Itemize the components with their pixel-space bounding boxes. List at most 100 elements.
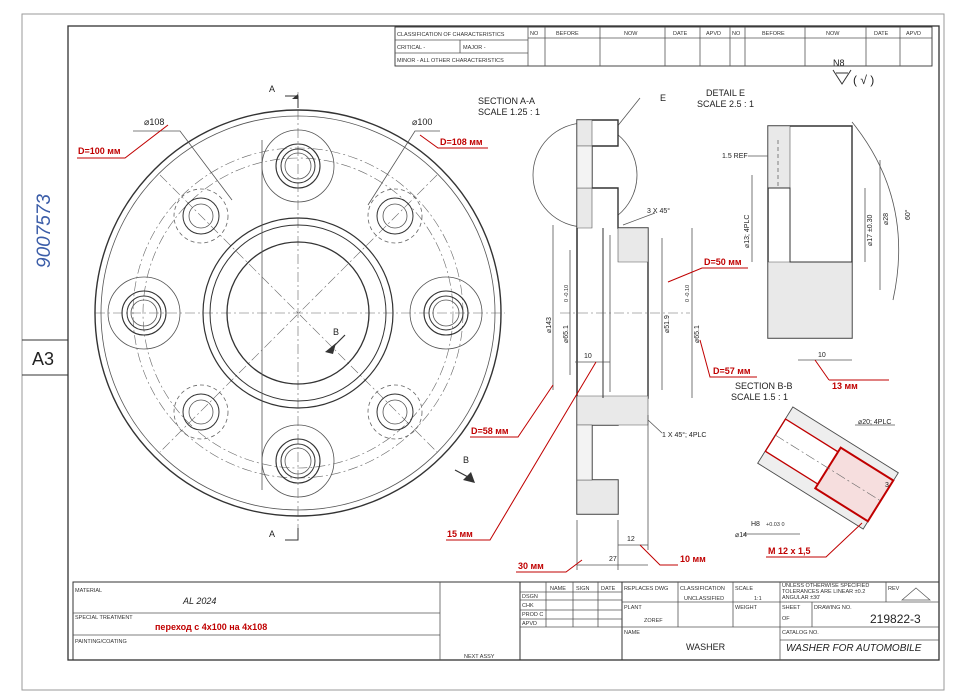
date-col-label: DATE (601, 586, 616, 592)
dim-dia-20: ⌀20; 4PLC (858, 419, 891, 426)
dim-three: 3 (885, 482, 889, 489)
dim-dia-17: ⌀17 ±0.30 (867, 214, 874, 246)
section-a-bottom-label: A (269, 529, 275, 539)
section-a-top-label: A (269, 84, 275, 94)
sheet-size-label: A3 (32, 349, 54, 369)
note-10mm: 10 мм (680, 554, 706, 564)
handwritten-side-note: 9007573 (34, 194, 55, 268)
minor-label: MINOR - ALL OTHER CHARACTERISTICS (397, 58, 504, 64)
replaces-dwg-label: REPLACES DWG (624, 586, 668, 592)
rev-col-date-1: DATE (673, 31, 688, 37)
note-15mm: 15 мм (447, 529, 473, 539)
dim-dia-651-left: ⌀65.1 (563, 325, 570, 343)
part-name-value: WASHER (686, 642, 726, 652)
next-assy-label: NEXT ASSY (464, 654, 495, 660)
classification-header: CLASSIFICATION OF CHARACTERISTICS (397, 32, 505, 38)
drawing-no-label: DRAWING NO. (814, 605, 852, 611)
bolt-hole-tr (367, 188, 423, 244)
rev-col-date-2: DATE (874, 31, 889, 37)
dim-twelve: 12 (627, 536, 635, 543)
tolerance-note: UNLESS OTHERWISE SPECIFIED TOLERANCES AR… (782, 583, 870, 601)
note-d100: D=100 мм (78, 146, 121, 156)
front-view: ⌀108 ⌀100 A A B B (94, 84, 505, 541)
rev-label: REV (888, 586, 900, 592)
dim-tol-right: 0 -0.10 (685, 285, 691, 302)
dim-dia-108: ⌀108 (144, 117, 164, 127)
note-thread: М 12 х 1,5 (768, 546, 811, 556)
dim-angle-60: 60° (904, 209, 912, 220)
dim-twentyseven: 27 (609, 556, 617, 563)
dim-ten-e: 10 (818, 352, 826, 359)
section-bb-view: SECTION B-B SCALE 1.5 : 1 ⌀20; 4PLC H8 +… (731, 381, 899, 539)
dim-tol-left: 0 -0.10 (564, 285, 570, 302)
weight-label: WEIGHT (735, 605, 758, 611)
dim-ten-aa: 10 (584, 353, 592, 360)
section-bb-scale: SCALE 1.5 : 1 (731, 392, 788, 402)
detail-e-view: DETAIL E SCALE 2.5 : 1 1.5 REF ⌀13; 4PLC… (697, 88, 912, 361)
surface-finish-suffix: ( √ ) (853, 73, 874, 87)
classification-label: CLASSIFICATION (680, 586, 725, 592)
section-aa-title: SECTION A-A (478, 96, 535, 106)
note-13mm: 13 мм (832, 381, 858, 391)
section-aa-scale: SCALE 1.25 : 1 (478, 107, 540, 117)
dim-dia-14: ⌀14 (735, 532, 747, 539)
rev-col-apvd-1: APVD (706, 31, 721, 37)
detail-e-scale: SCALE 2.5 : 1 (697, 99, 754, 109)
scale-label: SCALE (735, 586, 753, 592)
stud-hole-right (409, 276, 483, 350)
rev-col-now-1: NOW (624, 31, 638, 37)
bolt-hole-br (367, 384, 423, 440)
detail-e-label: E (660, 93, 666, 103)
drawing-no-value: 219822-3 (870, 612, 921, 626)
dim-dia-143: ⌀143 (546, 317, 553, 333)
part-name-label: NAME (624, 630, 640, 636)
dim-dia-519: ⌀51.9 (664, 315, 671, 333)
dim-chamfer-1x45: 1 X 45°; 4PLC (662, 431, 706, 439)
row-chk: CHK (522, 603, 534, 609)
note-d50: D=50 мм (704, 257, 742, 267)
surface-finish-value: N8 (833, 58, 845, 68)
note-30mm: 30 мм (518, 561, 544, 571)
critical-label: CRITICAL - (397, 45, 425, 51)
classification-value: UNCLASSIFIED (684, 596, 724, 602)
rev-col-before-1: BEFORE (556, 31, 579, 37)
rev-col-before-2: BEFORE (762, 31, 785, 37)
catalog-value: WASHER FOR AUTOMOBILE (786, 643, 922, 654)
dim-dia-651-right: ⌀65.1 (694, 325, 701, 343)
dim-ref-15: 1.5 REF (722, 153, 748, 160)
note-conversion: переход с 4х100 на 4х108 (155, 622, 267, 632)
section-bb-title: SECTION B-B (735, 381, 793, 391)
sheet-label: SHEET (782, 605, 801, 611)
scale-value: 1:1 (754, 596, 762, 602)
plant-value: ZOREF (644, 618, 663, 624)
material-value: AL 2024 (182, 596, 216, 606)
rev-col-apvd-2: APVD (906, 31, 921, 37)
plant-label: PLANT (624, 605, 642, 611)
dim-h8: H8 (751, 521, 760, 528)
outer-border (21, 13, 945, 691)
bolt-hole-bl (173, 384, 229, 440)
bolt-hole-tl (173, 188, 229, 244)
section-aa-view: SECTION A-A SCALE 1.25 : 1 E ⌀143 ⌀65.1 … (478, 93, 706, 570)
revision-table: CLASSIFICATION OF CHARACTERISTICS CRITIC… (394, 26, 933, 67)
rev-col-now-2: NOW (826, 31, 840, 37)
dim-dia-28: ⌀28 (883, 213, 890, 225)
sheet-value: OF (782, 616, 790, 622)
dim-dia-100: ⌀100 (412, 117, 432, 127)
note-d57: D=57 мм (713, 366, 751, 376)
title-block: MATERIAL AL 2024 SPECIAL TREATMENT перех… (72, 581, 940, 661)
material-label: MATERIAL (75, 588, 102, 594)
stud-hole-left (107, 276, 181, 350)
section-b-label-2: B (463, 455, 469, 465)
catalog-label: CATALOG NO. (782, 630, 819, 636)
dim-chamfer-3x45: 3 X 45° (647, 207, 670, 215)
sign-col-label: SIGN (576, 586, 589, 592)
red-annotations: D=100 мм D=108 мм D=50 мм D=57 мм D=58 м… (77, 124, 889, 573)
detail-e-title: DETAIL E (706, 88, 745, 98)
rev-col-no-1: NO (530, 31, 539, 37)
row-prodc: PROD C (522, 612, 543, 618)
rev-col-no-2: NO (732, 31, 741, 37)
surface-finish-symbol: N8 ( √ ) (832, 58, 874, 87)
name-col-label: NAME (550, 586, 566, 592)
